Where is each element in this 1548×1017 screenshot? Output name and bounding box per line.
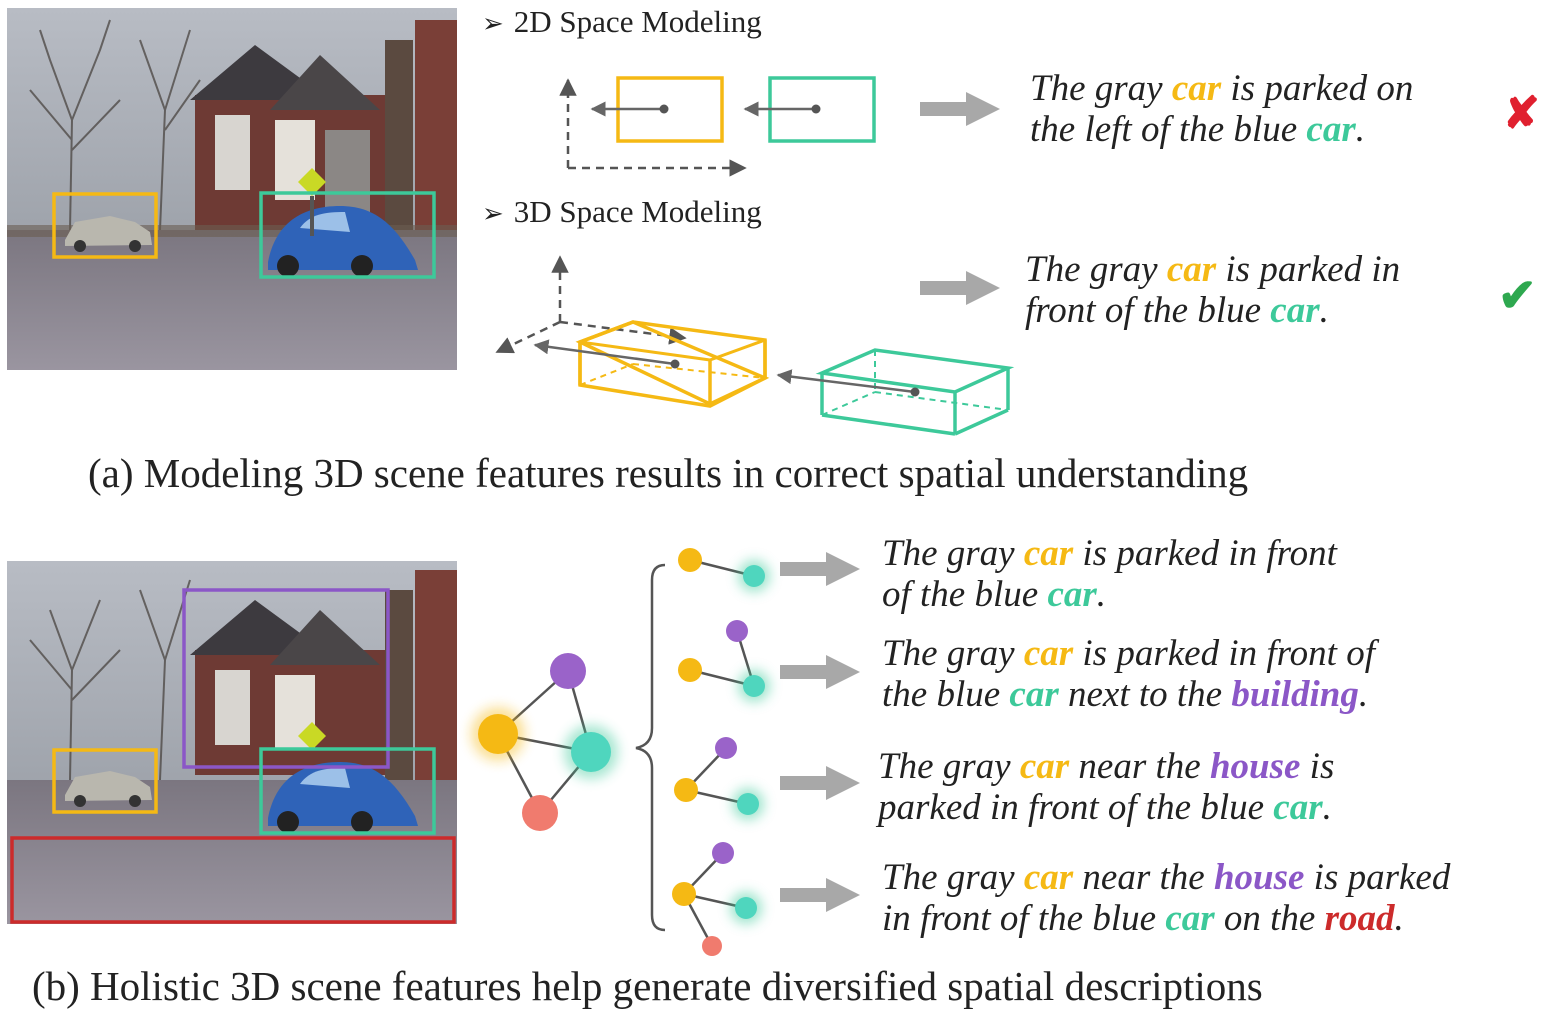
text: . — [1358, 674, 1369, 715]
text: The gray — [882, 857, 1024, 898]
sentence-b-4: The gray car near the house is parked in… — [882, 857, 1450, 939]
green-bbox-b — [259, 747, 436, 835]
curly-brace — [635, 563, 666, 932]
check-icon: ✔ — [1498, 270, 1537, 321]
text: The gray — [882, 633, 1024, 674]
highlight-house-purple: house — [1213, 857, 1305, 898]
highlight-car-green: car — [1306, 109, 1356, 150]
text: The gray — [1025, 249, 1167, 290]
text: is parked in front — [1073, 533, 1337, 574]
caption-b: (b) Holistic 3D scene features help gene… — [32, 963, 1263, 1009]
street-photo-a — [7, 8, 457, 370]
highlight-building-purple: building — [1231, 674, 1359, 715]
heading-2d-label: 2D Space Modeling — [513, 4, 762, 39]
text: . — [1322, 787, 1332, 828]
text: near the — [1073, 857, 1214, 898]
highlight-car-green: car — [1270, 290, 1320, 331]
highlight-car-yellow: car — [1023, 533, 1074, 574]
text: is parked in front of — [1073, 633, 1375, 674]
gray-car-a — [65, 216, 152, 252]
text: in front of the blue — [882, 898, 1166, 939]
text: is — [1300, 746, 1335, 787]
arrow-3d — [920, 271, 1000, 305]
highlight-car-green: car — [1273, 787, 1323, 828]
subgraph-4 — [672, 842, 860, 956]
yellow-bbox-b — [52, 748, 158, 814]
sentence-b-1: The gray car is parked in front of the b… — [882, 533, 1337, 615]
cross-icon: ✘ — [1503, 89, 1540, 138]
red-bbox-b — [10, 836, 456, 924]
text: is parked on — [1221, 68, 1414, 109]
text: The gray — [882, 533, 1024, 574]
sentence-2d: The gray car is parked on the left of th… — [1030, 68, 1413, 150]
arrow-2d — [920, 92, 1000, 126]
highlight-car-yellow: car — [1023, 633, 1074, 674]
bullet-icon: ➢ — [482, 9, 504, 38]
text: . — [1096, 574, 1107, 615]
scene-graph — [471, 653, 618, 831]
highlight-house-purple: house — [1209, 746, 1301, 787]
green-bbox-a — [259, 191, 436, 279]
text: . — [1394, 898, 1404, 939]
text: is parked — [1304, 857, 1451, 898]
text: parked in front of the blue — [878, 787, 1274, 828]
highlight-car-yellow: car — [1166, 249, 1217, 290]
highlight-car-yellow: car — [1171, 68, 1222, 109]
text: The gray — [1030, 68, 1172, 109]
caption-a: (a) Modeling 3D scene features results i… — [88, 450, 1249, 496]
highlight-car-yellow: car — [1023, 857, 1074, 898]
text: The gray — [878, 746, 1020, 787]
text: . — [1355, 109, 1365, 150]
diagram-3d — [495, 255, 1015, 436]
text: of the blue — [882, 574, 1048, 615]
diagram-2d — [559, 76, 1000, 177]
sentence-b-3: The gray car near the house is parked in… — [878, 746, 1334, 828]
highlight-car-yellow: car — [1019, 746, 1070, 787]
sentence-3d: The gray car is parked in front of the b… — [1025, 249, 1400, 331]
highlight-car-green: car — [1165, 898, 1215, 939]
sentence-b-2: The gray car is parked in front of the b… — [882, 633, 1375, 715]
highlight-road-red: road — [1324, 898, 1395, 939]
text: on the — [1214, 898, 1325, 939]
text: the left of the blue — [1030, 109, 1307, 150]
purple-bbox-b — [182, 588, 390, 769]
text: the blue — [882, 674, 1010, 715]
subgraph-3 — [674, 737, 860, 820]
yellow-bbox-a — [52, 192, 158, 259]
text: near the — [1069, 746, 1210, 787]
text: next to the — [1058, 674, 1232, 715]
highlight-car-green: car — [1009, 674, 1059, 715]
subgraph-2 — [678, 620, 860, 702]
subgraph-1 — [678, 548, 860, 592]
highlight-car-green: car — [1047, 574, 1097, 615]
text: is parked in — [1216, 249, 1401, 290]
heading-3d: ➢ 3D Space Modeling — [482, 194, 762, 230]
street-photo-b — [7, 561, 457, 924]
heading-2d: ➢ 2D Space Modeling — [482, 4, 762, 40]
text: front of the blue — [1025, 290, 1271, 331]
bullet-icon: ➢ — [482, 199, 504, 228]
heading-3d-label: 3D Space Modeling — [513, 194, 762, 229]
text: . — [1319, 290, 1329, 331]
